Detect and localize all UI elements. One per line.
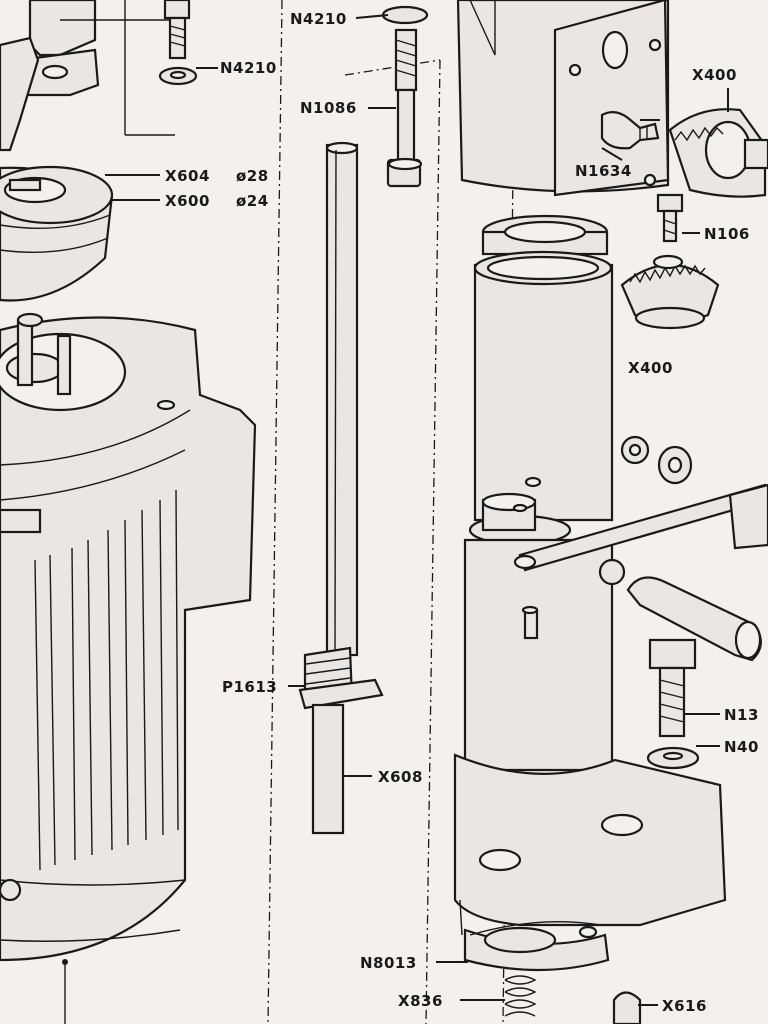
screw-n1086	[381, 5, 429, 188]
top-left-bracket	[0, 0, 175, 152]
label-x616: X616	[662, 997, 707, 1015]
label-x600: X600	[165, 192, 210, 210]
label-x400-mid: X400	[628, 359, 673, 377]
label-x608: X608	[378, 768, 423, 786]
gear-x400-bevel	[620, 254, 720, 330]
screw-n4210-left	[158, 0, 198, 86]
label-p1613: P1613	[222, 678, 277, 696]
label-n8013: N8013	[360, 954, 417, 972]
label-n4210-top: N4210	[290, 10, 347, 28]
spring-x836	[504, 975, 537, 1017]
motor	[0, 312, 257, 1024]
leader-lines	[105, 14, 729, 1006]
label-n4210-left: N4210	[220, 59, 277, 77]
label-x604: X604	[165, 167, 210, 185]
label-x600-dim: ø24	[236, 192, 269, 210]
column-housing	[453, 0, 727, 972]
gear-x400-top	[668, 108, 768, 198]
label-n13: N13	[724, 706, 759, 724]
guide-lines	[267, 0, 516, 1024]
label-n106: N106	[704, 225, 750, 243]
label-n40: N40	[724, 738, 759, 756]
screw-n1634	[600, 111, 660, 150]
part-labels: N4210 N4210 N1086 X604 ø28 X600 ø24 X400…	[165, 10, 759, 1015]
label-x604-dim: ø28	[236, 167, 269, 185]
bolt-n13	[648, 638, 697, 738]
screw-n106	[656, 193, 684, 243]
pulley-x604-x600	[0, 165, 114, 302]
pin-x616	[612, 991, 642, 1024]
label-x400-top: X400	[692, 66, 737, 84]
label-n1086: N1086	[300, 99, 357, 117]
label-n1634: N1634	[575, 162, 632, 180]
label-x836: X836	[398, 992, 443, 1010]
shaft-x608	[298, 141, 384, 835]
washer-n40	[646, 746, 700, 770]
lever-assembly	[513, 435, 768, 662]
